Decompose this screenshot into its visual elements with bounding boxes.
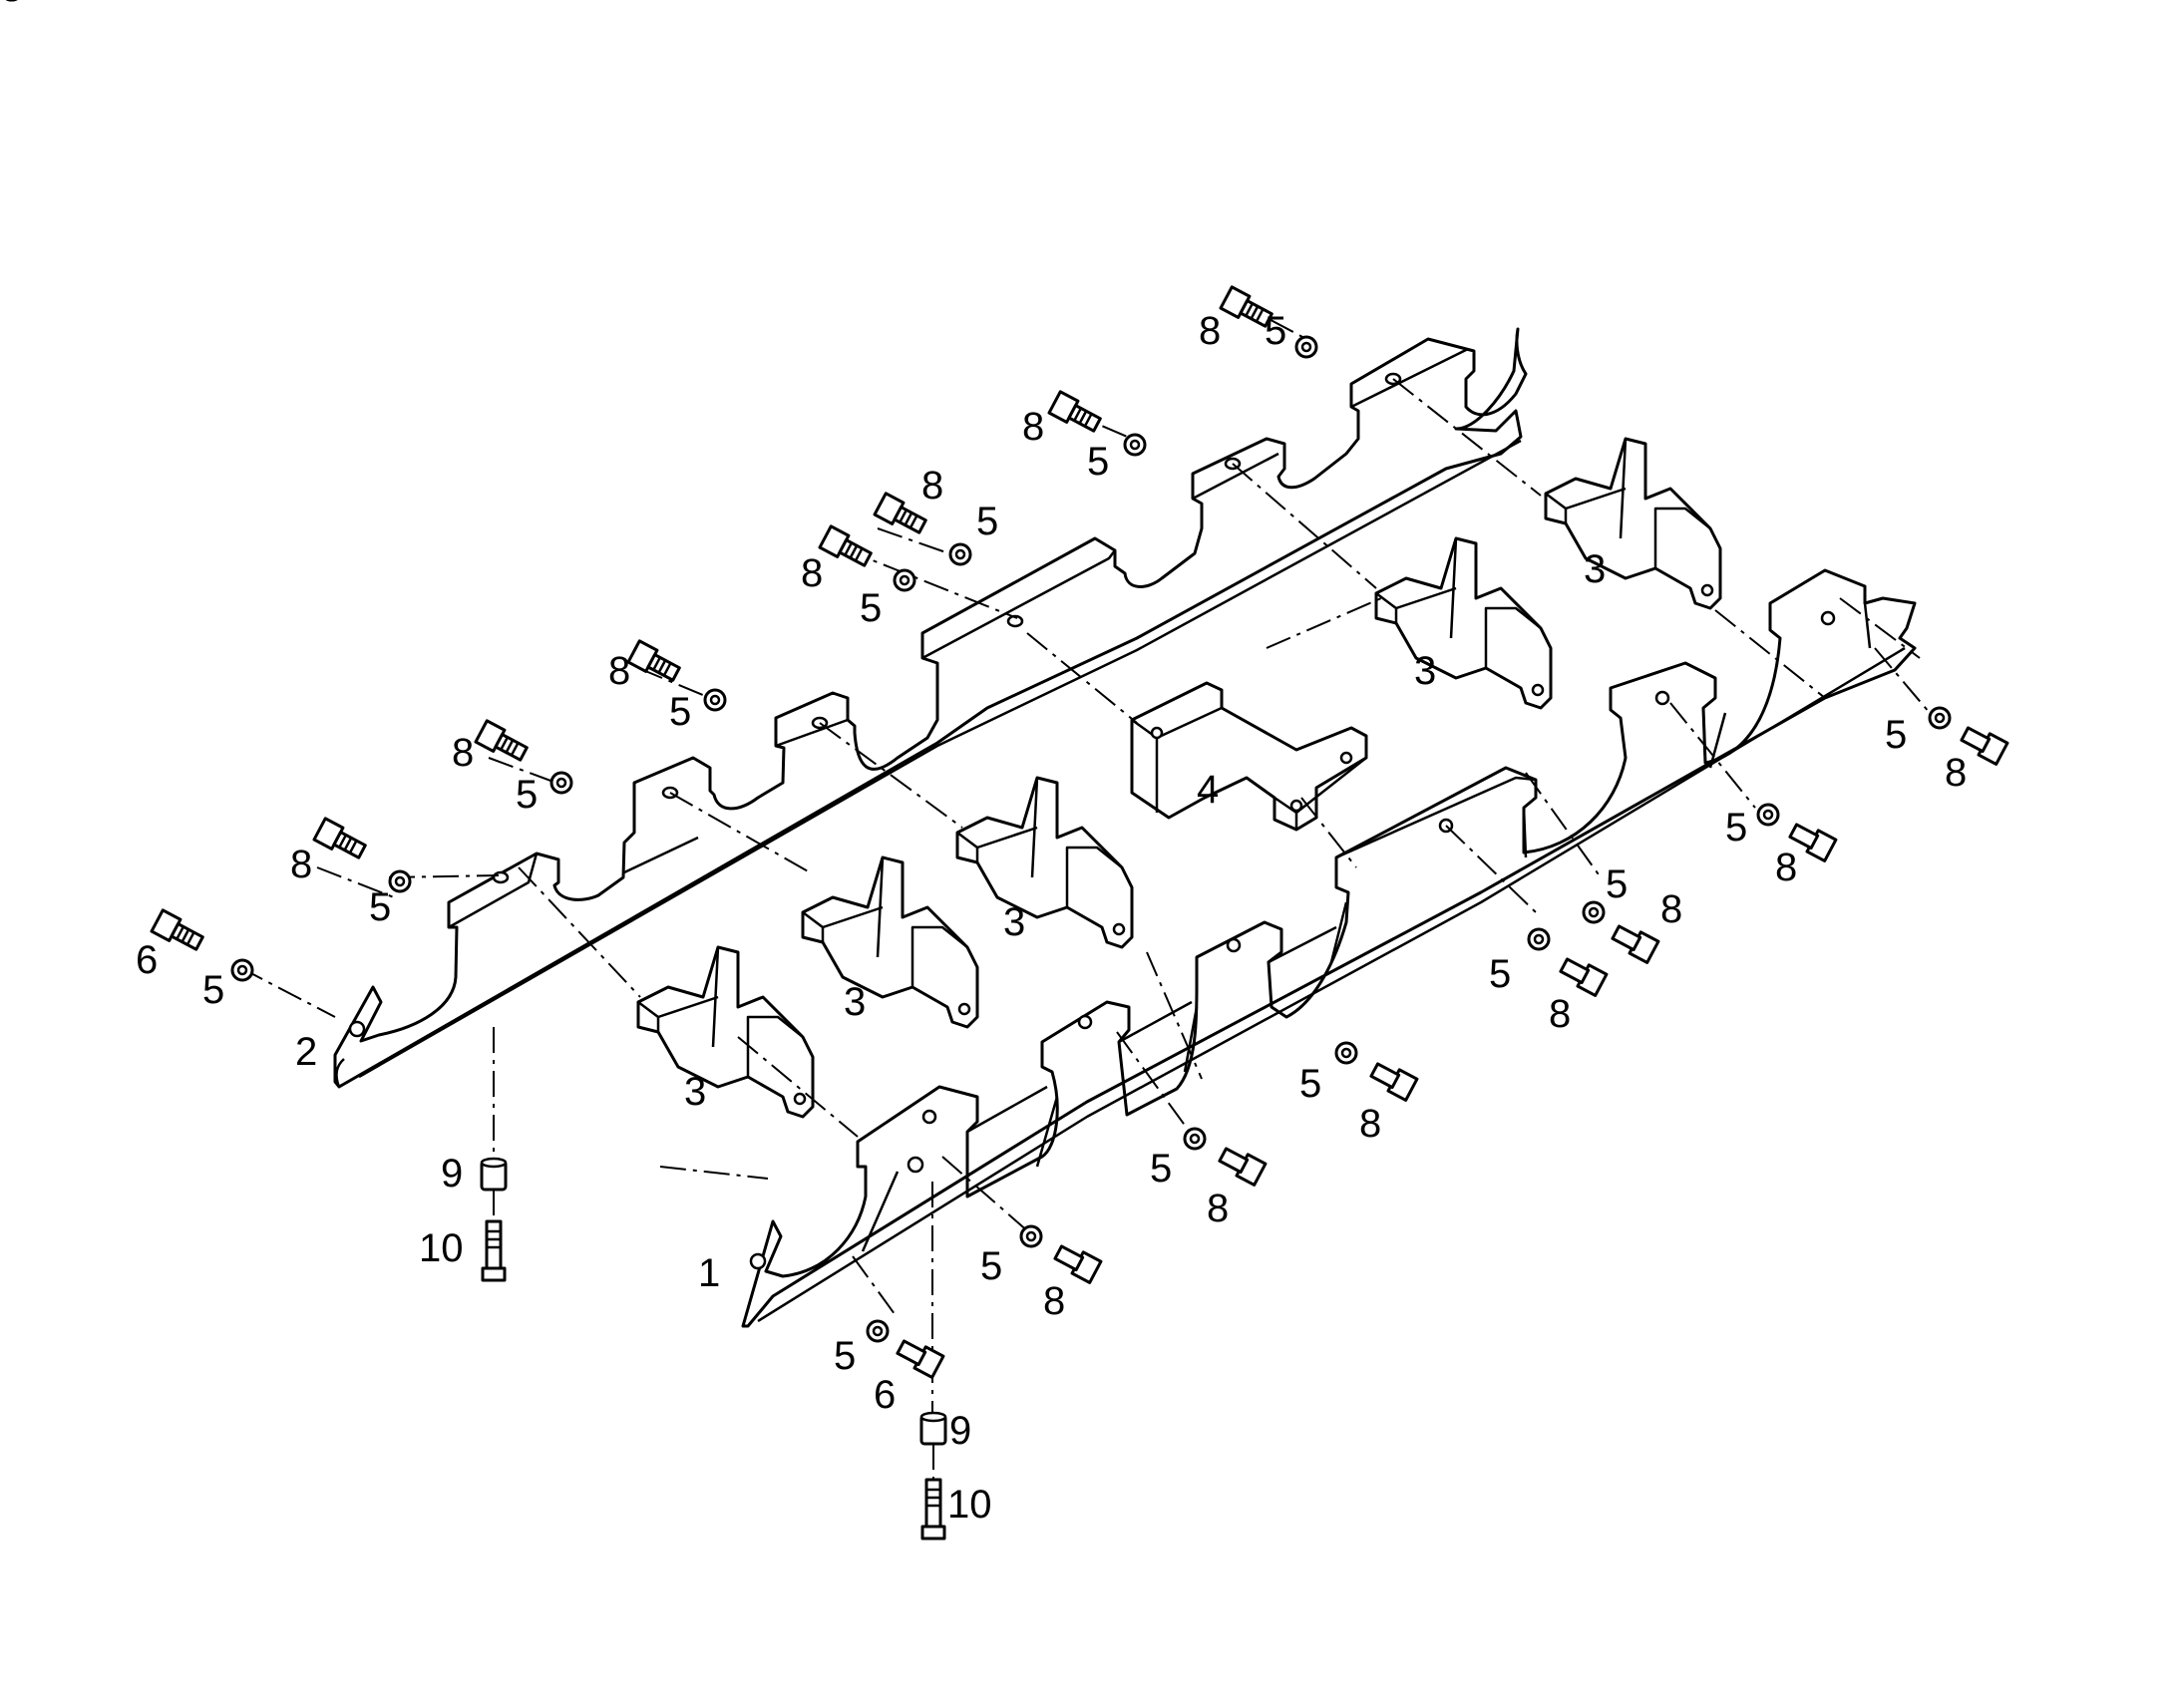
- bolt: [474, 719, 529, 762]
- callout-6: 5: [1, 0, 23, 10]
- callout-5: 5: [980, 1244, 1002, 1288]
- washer: [948, 542, 972, 566]
- fastener-group: [150, 285, 2009, 1540]
- washer: [1756, 803, 1780, 827]
- callout-6: 5: [1, 0, 23, 10]
- bolt: [1611, 924, 1660, 964]
- callout-5: 5: [834, 1334, 856, 1378]
- callout-5: 5: [1725, 806, 1747, 850]
- washer: [1183, 1127, 1207, 1151]
- washer: [703, 688, 727, 712]
- callout-3: 3: [684, 1070, 706, 1114]
- callout-5: 5: [860, 586, 882, 630]
- bolt: [1559, 957, 1609, 997]
- bracket-group: [636, 437, 1722, 1119]
- callout-4: 4: [1197, 768, 1219, 812]
- callout-5: 5: [516, 773, 538, 817]
- bolt: [1218, 1147, 1268, 1187]
- callout-3: 3: [1414, 649, 1436, 693]
- cross-member: [1130, 681, 1368, 832]
- bolt: [818, 524, 873, 567]
- callout-5: 5: [1087, 440, 1109, 484]
- bracket-d: [1374, 536, 1553, 710]
- callout-5: 5: [1885, 713, 1907, 757]
- callout-8: 8: [1945, 751, 1967, 795]
- bolt: [1369, 1062, 1419, 1102]
- bolt: [873, 492, 927, 534]
- callout-10: 10: [419, 1226, 464, 1270]
- callout-3: 3: [1584, 547, 1606, 591]
- callout-5: 5: [976, 500, 998, 543]
- callout-9: 9: [441, 1152, 463, 1196]
- bolt: [1960, 726, 2009, 766]
- callout-5: 5: [1606, 862, 1628, 906]
- callout-1: 1: [698, 1251, 720, 1295]
- washer: [866, 1319, 890, 1343]
- washer: [1019, 1224, 1043, 1248]
- spacer-sleeve: [480, 1157, 508, 1192]
- bolt: [312, 817, 367, 859]
- bolt: [896, 1339, 945, 1379]
- bolt: [1047, 390, 1102, 433]
- washer: [388, 869, 412, 893]
- callout-5: 5: [1265, 309, 1286, 353]
- washer: [893, 568, 916, 592]
- pin-bolt: [920, 1478, 946, 1540]
- washer: [1334, 1041, 1358, 1065]
- callout-8: 8: [1359, 1102, 1381, 1146]
- washer: [1527, 927, 1551, 951]
- callout-8: 8: [1043, 1279, 1065, 1323]
- washer: [1582, 900, 1606, 924]
- left-side-rail: [333, 327, 1528, 1089]
- callout-8: 8: [801, 551, 823, 595]
- callout-10: 10: [947, 1483, 992, 1527]
- callout-labels: 1 2 3 3 3 3 3 4 5 5 5 5 5 5 5 5 5 5 5 5 …: [1, 0, 1967, 1527]
- washer: [1928, 706, 1952, 730]
- callout-2: 2: [295, 1030, 317, 1074]
- spacer-sleeve: [919, 1411, 947, 1446]
- callout-8: 8: [1660, 887, 1682, 931]
- callout-9: 9: [949, 1409, 971, 1453]
- callout-5: 5: [369, 885, 391, 929]
- bolt: [150, 908, 204, 951]
- callout-5: 5: [1489, 952, 1511, 996]
- washer: [230, 958, 254, 982]
- callout-8: 8: [452, 731, 474, 775]
- bolt: [1219, 285, 1273, 328]
- bolt: [626, 639, 681, 682]
- bracket-c: [955, 776, 1134, 949]
- callout-8: 8: [1775, 846, 1797, 889]
- callout-5: 5: [1299, 1062, 1321, 1106]
- bolt: [1788, 823, 1838, 862]
- bracket-b: [801, 855, 979, 1029]
- callout-8: 8: [921, 464, 943, 508]
- bracket-a: [636, 945, 815, 1119]
- callout-5: 5: [669, 690, 691, 734]
- callout-8: 8: [1549, 992, 1571, 1036]
- callout-3: 3: [1003, 900, 1025, 944]
- callout-8: 8: [1207, 1187, 1229, 1230]
- callout-8: 8: [290, 843, 312, 886]
- washer: [1294, 335, 1318, 359]
- pin-bolt: [481, 1219, 507, 1282]
- right-side-rail: [741, 568, 1917, 1328]
- callout-5: 5: [1150, 1147, 1172, 1191]
- callout-5: 5: [202, 968, 224, 1012]
- callout-3: 3: [844, 980, 866, 1024]
- callout-6: 6: [136, 938, 158, 982]
- bracket-e: [1544, 437, 1722, 610]
- callout-6: 6: [874, 1373, 896, 1417]
- washer: [549, 771, 573, 795]
- callout-8: 8: [1022, 405, 1044, 449]
- bolt: [1053, 1244, 1103, 1284]
- callout-8: 8: [1199, 309, 1221, 353]
- washer: [1123, 433, 1147, 457]
- callout-8: 8: [608, 649, 630, 693]
